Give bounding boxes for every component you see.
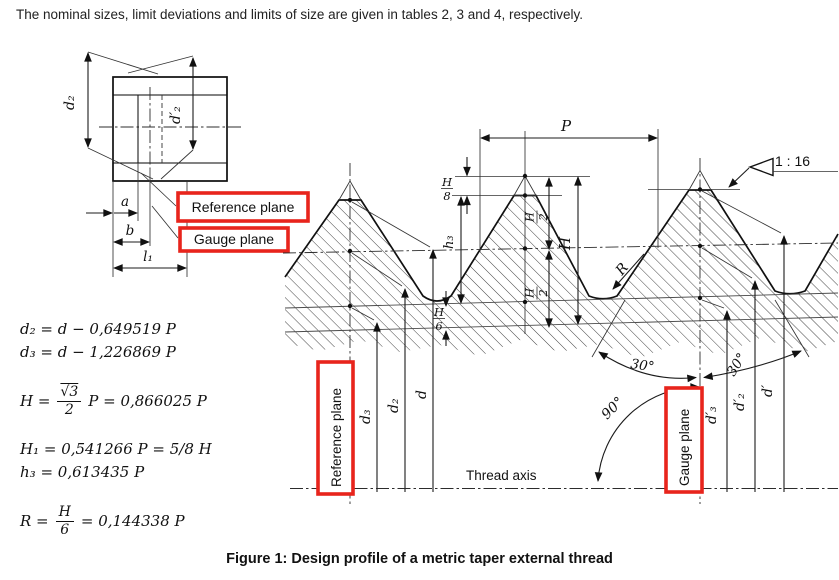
taper-flag-icon	[747, 157, 774, 177]
flank-angle-30-right: 30°	[703, 350, 802, 380]
gauge-plane-label: Gauge plane	[677, 409, 692, 486]
gauge-diameters: d′₃ d′₂ d′	[701, 190, 788, 492]
gauge-plane-highlight-box	[664, 386, 704, 494]
reference-plane-label: Reference plane	[192, 199, 295, 215]
H6-den: 6	[435, 319, 442, 333]
angle30-left-label: 30°	[629, 356, 655, 375]
formula-R-lhs: R =	[20, 512, 49, 531]
plane-callouts: Reference plane Gauge plane	[140, 172, 310, 253]
dim-h3: h₃	[442, 196, 465, 304]
dp2-label: d′₂	[732, 393, 748, 411]
thread-axis: Thread axis	[290, 468, 838, 489]
dim-H2-upper: H 2	[523, 177, 553, 250]
h3-label: h₃	[442, 235, 457, 249]
reference-plane-label: Reference plane	[329, 388, 344, 487]
l1-label: l₁	[143, 249, 153, 265]
reference-points	[347, 173, 703, 309]
dim-H: H	[556, 176, 582, 325]
H2l-den: 2	[536, 289, 550, 297]
taper-label: 1 : 16	[775, 153, 810, 169]
intro-text: The nominal sizes, limit deviations and …	[16, 7, 584, 22]
H8-num: H	[441, 175, 453, 189]
formula-R-den: 6	[60, 521, 70, 538]
d3-label: d₃	[358, 409, 374, 424]
formula-R-rhs: = 0,144338 P	[80, 512, 185, 531]
gauge-plane-highlight-box	[178, 226, 290, 253]
H2l-num: H	[523, 287, 537, 299]
plane-callouts-main: Reference plane Gauge plane	[316, 360, 704, 496]
dp2-label: d′₂	[168, 106, 184, 124]
dim-H6: H 6	[433, 291, 450, 346]
H6-num: H	[433, 305, 445, 319]
b-label: b	[126, 223, 135, 239]
d-label: d	[414, 390, 430, 399]
thread-profile-diagram: P H 8 h₃ H 2	[282, 117, 839, 506]
d2-label: d₂	[386, 398, 402, 413]
dim-H2-lower: H 2	[523, 250, 553, 328]
P-label: P	[560, 117, 572, 135]
taper-callout: 1 : 16	[728, 153, 838, 188]
dp3-label: d′₃	[704, 406, 720, 424]
gauge-dimensions: d₂ d′₂ a b l₁	[62, 51, 197, 277]
formula-h3: h₃ = 0,613435 P	[20, 463, 145, 481]
dim-P: P	[480, 117, 658, 142]
angle30-right-label: 30°	[724, 350, 750, 379]
dp-label: d′	[760, 384, 776, 397]
formula-H-den: 2	[64, 401, 74, 418]
thread-axis-label: Thread axis	[466, 468, 537, 483]
H2u-num: H	[523, 211, 537, 223]
H8-den: 8	[443, 189, 450, 203]
figure-caption: Figure 1: Design profile of a metric tap…	[226, 551, 613, 567]
gauge-section-diagram: d₂ d′₂ a b l₁	[62, 51, 310, 277]
angle90-label: 90°	[599, 394, 628, 423]
d2-label: d₂	[62, 95, 78, 110]
R-label: R	[612, 260, 632, 279]
flank-angle-30-left: 30°	[598, 351, 697, 383]
formula-H-rhs: P = 0,866025 P	[88, 392, 207, 411]
formula-H-lhs: H =	[20, 392, 51, 411]
formula-d2: d₂ = d − 0,649519 P	[20, 320, 176, 338]
formula-d3: d₃ = d − 1,226869 P	[20, 343, 176, 361]
formula-H-num: √3	[57, 385, 82, 402]
reference-plane-highlight-box	[316, 360, 355, 496]
a-label: a	[121, 194, 129, 210]
formula-H1: H₁ = 0,541266 P = 5/8 H	[20, 440, 212, 458]
H2u-den: 2	[536, 213, 550, 221]
gauge-body	[99, 76, 243, 182]
formula-R-num: H	[55, 505, 74, 522]
reference-diameters: d₃ d₂ d	[351, 201, 437, 492]
gauge-plane-label: Gauge plane	[194, 231, 274, 247]
dim-H8: H 8	[441, 157, 471, 214]
reference-plane-highlight-box	[176, 191, 310, 223]
H-label: H	[556, 236, 574, 251]
